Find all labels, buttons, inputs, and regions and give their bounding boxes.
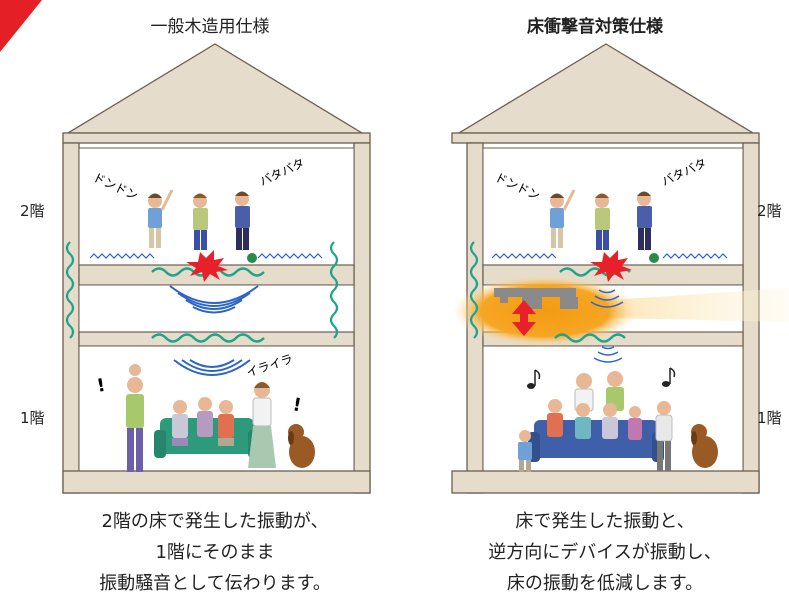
corner-red-triangle-icon xyxy=(0,0,42,52)
left-floor-2-label: 2階 xyxy=(20,202,45,220)
comparison-diagram: ドンドン バタバタ イライラ ! ! xyxy=(62,43,789,494)
right-floor-1-label: 1階 xyxy=(757,409,782,427)
right-floor-2-label: 2階 xyxy=(757,202,782,220)
left-lower-family xyxy=(126,364,315,472)
impact-burst-icon xyxy=(186,250,228,282)
right-caption: 床で発生した振動と、 逆方向にデバイスが振動し、 床の振動を低減します。 xyxy=(430,506,780,599)
left-caption: 2階の床で発生した振動が、 1階にそのまま 振動騒音として伝わります。 xyxy=(40,506,390,599)
left-exclaim-1: ! xyxy=(95,375,107,397)
left-upper-children xyxy=(148,189,257,263)
left-exclaim-2: ! xyxy=(291,394,303,416)
right-title: 床衝撃音対策仕様 xyxy=(527,17,663,37)
sound-wave-icon xyxy=(169,285,259,314)
right-upper-children xyxy=(550,189,659,263)
right-house: ドンドン バタバタ xyxy=(451,43,789,494)
right-lower-family xyxy=(518,371,718,472)
right-caption-line-3: 床の振動を低減します。 xyxy=(506,573,704,594)
left-caption-line-2: 1階にそのまま xyxy=(155,542,275,563)
right-caption-line-2: 逆方向にデバイスが振動し、 xyxy=(488,542,722,563)
dog-icon xyxy=(288,424,315,468)
left-caption-line-3: 振動騒音として伝わります。 xyxy=(99,573,331,594)
left-floor-1-label: 1階 xyxy=(20,409,45,427)
left-title: 一般木造用仕様 xyxy=(150,17,270,37)
right-caption-line-1: 床で発生した振動と、 xyxy=(515,511,695,532)
left-caption-line-1: 2階の床で発生した振動が、 xyxy=(101,511,329,532)
left-house: ドンドン バタバタ イライラ ! ! xyxy=(62,43,371,494)
music-note-icon xyxy=(527,367,676,389)
double-arrow-icon xyxy=(512,300,536,336)
